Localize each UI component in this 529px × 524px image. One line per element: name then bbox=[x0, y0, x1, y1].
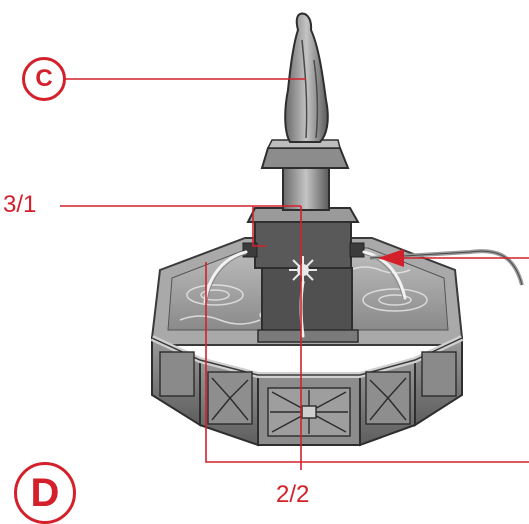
step-c-badge: C bbox=[22, 57, 66, 101]
pedestal-emblem bbox=[289, 256, 317, 284]
fountain-illustration bbox=[150, 12, 524, 447]
fountain-diagram bbox=[60, 12, 529, 470]
red-arrow-head bbox=[378, 249, 404, 267]
column-capital bbox=[260, 147, 350, 169]
callout-bottom-label: 2/2 bbox=[276, 481, 310, 508]
callout-top-left-label: 3/1 bbox=[3, 191, 37, 218]
panel-sunbursts bbox=[159, 351, 457, 437]
step-d-badge: D bbox=[14, 462, 76, 524]
callout-lines bbox=[60, 78, 529, 470]
column-shaft bbox=[282, 164, 330, 211]
